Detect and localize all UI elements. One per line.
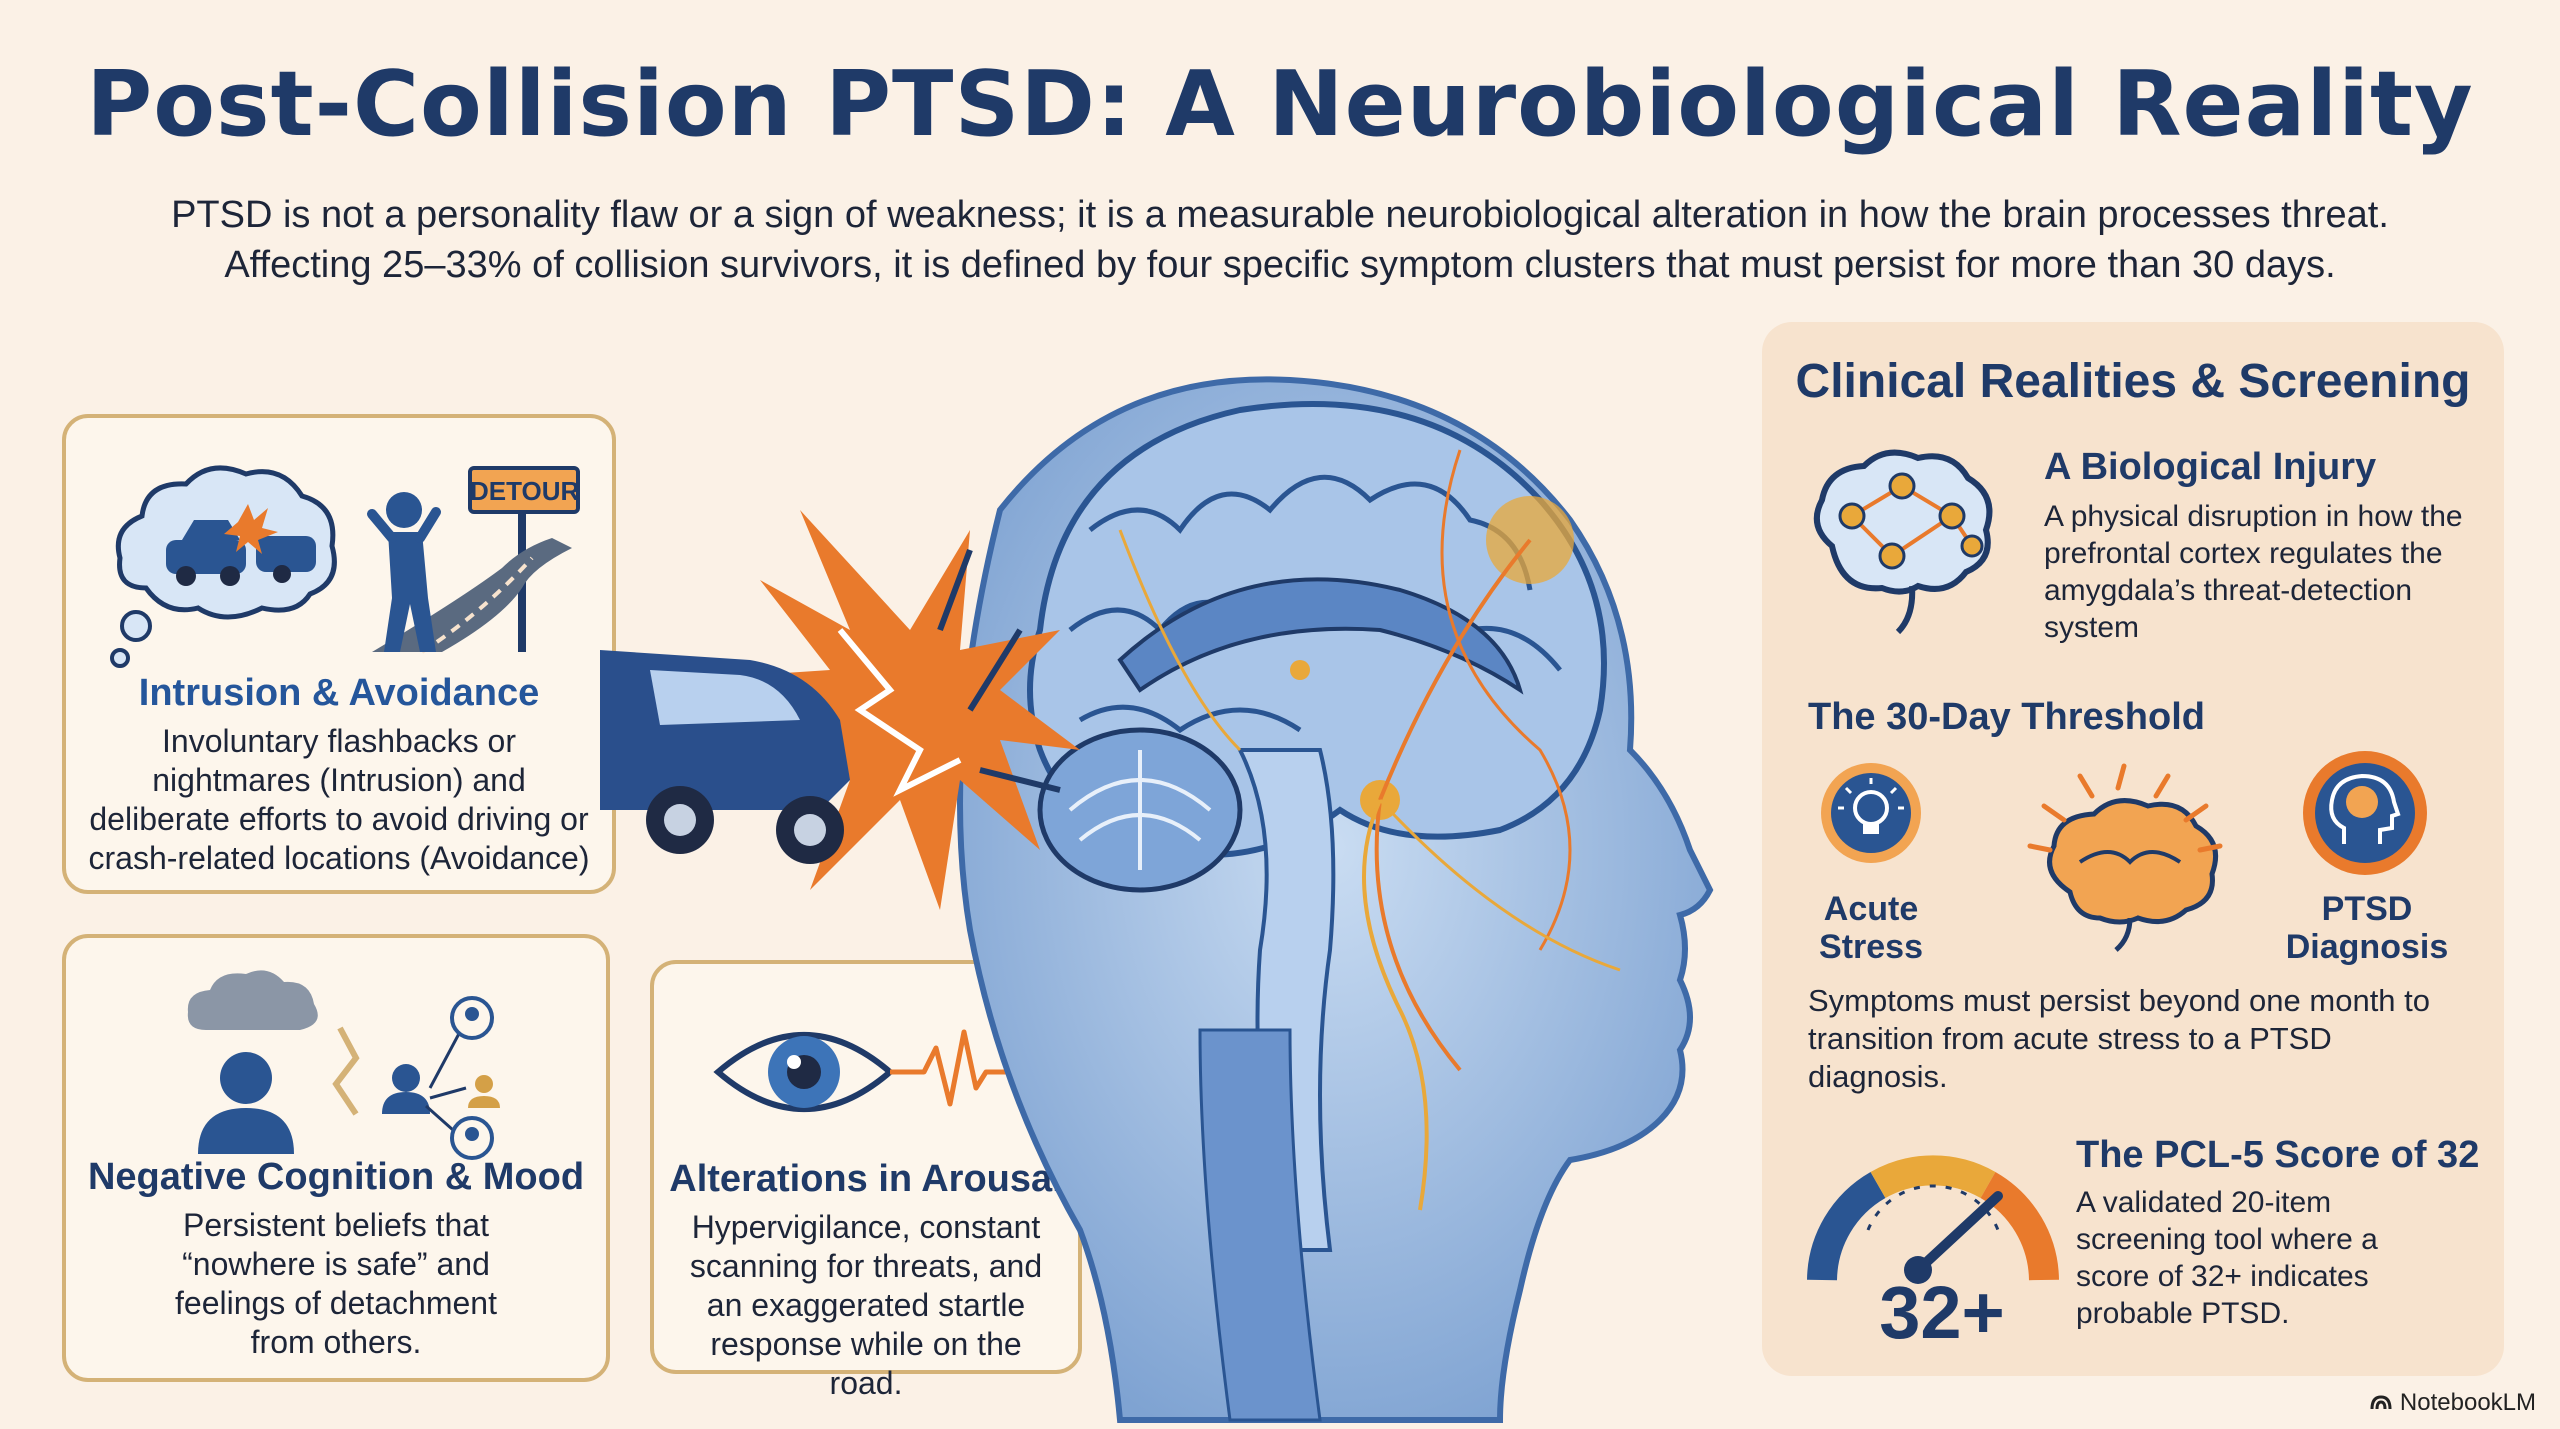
sad-person-cloud-icon (187, 970, 318, 1154)
arousal-card: Alterations in Arousal Hypervigilance, c… (650, 960, 1082, 1401)
thought-cloud-crash-icon (110, 465, 337, 668)
subtitle-line-1: PTSD is not a personality flaw or a sign… (171, 194, 2389, 236)
ptsd-diagnosis-label: PTSD Diagnosis (2285, 890, 2449, 966)
detour-person-icon (367, 466, 580, 654)
network-people-icon (332, 996, 500, 1160)
negative-cognition-text: Persistent beliefs that “nowhere is safe… (175, 1207, 497, 1360)
page-subtitle: PTSD is not a personality flaw or a sign… (100, 190, 2460, 290)
footer-brand-label: NotebookLM (2399, 1389, 2536, 1416)
stressed-brain-icon (2027, 763, 2223, 952)
detour-sign-label: DETOUR (470, 476, 580, 506)
notebooklm-logo-icon (2370, 1395, 2392, 1410)
intrusion-avoidance-title: Intrusion & Avoidance (138, 672, 540, 714)
negative-cognition-title: Negative Cognition & Mood (87, 1156, 585, 1198)
gauge-value: 32+ (1879, 1271, 2005, 1354)
intrusion-avoidance-text: Involuntary flashbacks or nightmares (In… (88, 723, 590, 876)
gauge-icon (1807, 1155, 2059, 1284)
page-title: Post-Collision PTSD: A Neurobiological R… (86, 52, 2474, 157)
threshold-text: Symptoms must persist beyond one month t… (1808, 983, 2431, 1094)
arousal-title: Alterations in Arousal (669, 1158, 1063, 1200)
arousal-text: Hypervigilance, constant scanning for th… (689, 1209, 1043, 1401)
footer-brand: NotebookLM (2370, 1389, 2536, 1417)
head-brain-icon (2303, 751, 2427, 875)
threshold-title: The 30-Day Threshold (1808, 696, 2205, 738)
intrusion-avoidance-card: DETOUR Intrusion & Avoidance Involuntary… (62, 414, 616, 894)
acute-stress-label: Acute Stress (1819, 890, 1923, 966)
clinical-realities-panel: Clinical Realities & Screening A Biologi… (1762, 322, 2504, 1376)
biological-injury-text: A physical disruption in how the prefron… (2044, 500, 2463, 644)
panel-title: Clinical Realities & Screening (1795, 355, 2471, 408)
lightbulb-icon (1821, 763, 1921, 863)
biological-injury-title: A Biological Injury (2044, 446, 2377, 488)
pcl5-title: The PCL-5 Score of 32 (2076, 1134, 2480, 1176)
brain-head-illustration (600, 376, 1714, 1423)
pcl5-text: A validated 20-item screening tool where… (2076, 1186, 2378, 1330)
eye-pulse-icon (713, 1029, 1050, 1112)
negative-cognition-card: Negative Cognition & Mood Persistent bel… (62, 934, 610, 1382)
subtitle-line-2: Affecting 25–33% of collision survivors,… (224, 244, 2336, 286)
brain-network-icon (1813, 449, 1993, 635)
